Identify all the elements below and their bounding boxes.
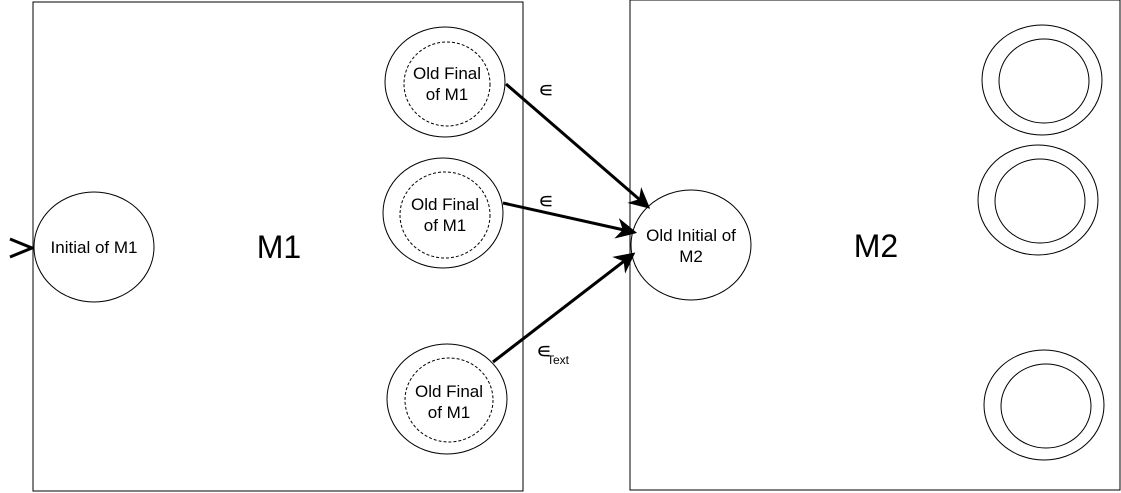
transition-arrow-1 <box>505 82 651 209</box>
state-old-final-m1-1-line1: Old Final <box>413 64 481 83</box>
transition-arrow-2 <box>502 201 638 239</box>
machine-m1-box <box>32 1 524 492</box>
state-old-final-m1-1: Old Final of M1 <box>384 26 506 138</box>
state-old-final-m1-2: Old Final of M1 <box>382 157 504 269</box>
transition-label-1: ∊ <box>538 77 554 102</box>
state-final-m2-3 <box>983 349 1105 461</box>
machine-m2-label: M2 <box>854 228 898 264</box>
state-initial-m1-label: Initial of M1 <box>51 238 138 257</box>
state-old-initial-m2-line1: Old Initial of <box>646 226 736 245</box>
machine-m2-box <box>629 0 1121 491</box>
transition-arrow-3 <box>492 252 636 364</box>
state-final-m2-1 <box>981 24 1103 136</box>
state-old-initial-m2-line2: M2 <box>679 247 703 266</box>
machine-m1-label: M1 <box>257 229 301 265</box>
state-old-final-m1-2-line1: Old Final <box>411 195 479 214</box>
state-final-m2-2 <box>977 144 1099 256</box>
state-initial-m1: Initial of M1 <box>33 191 155 303</box>
transition-label-3-subscript: Text <box>547 353 570 367</box>
transition-label-3: ∊ <box>536 338 552 363</box>
start-arrow-icon <box>9 237 36 259</box>
state-old-final-m1-3-line1: Old Final <box>415 382 483 401</box>
state-old-final-m1-2-line2: of M1 <box>424 216 467 235</box>
state-old-final-m1-1-line2: of M1 <box>426 85 469 104</box>
state-old-final-m1-3: Old Final of M1 <box>386 343 508 455</box>
transition-label-2: ∊ <box>538 188 554 213</box>
state-old-final-m1-3-line2: of M1 <box>428 403 471 422</box>
state-old-initial-m2: Old Initial of M2 <box>630 189 752 301</box>
